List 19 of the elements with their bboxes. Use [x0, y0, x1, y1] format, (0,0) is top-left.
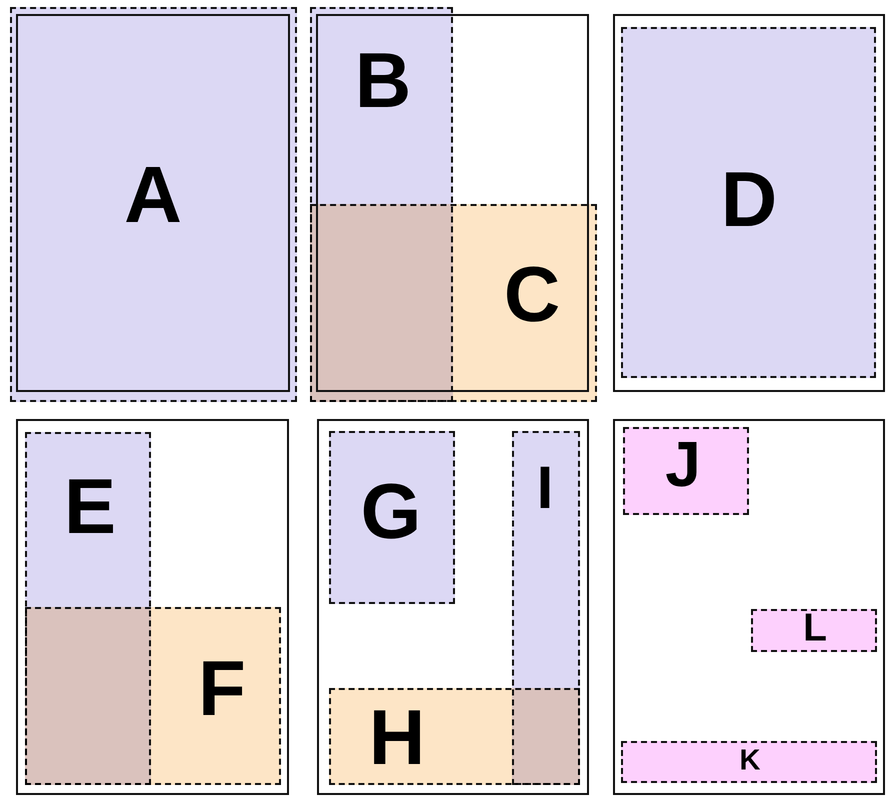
- shaded-region: [623, 427, 749, 515]
- region-letter: C: [504, 255, 560, 333]
- region-letter: K: [740, 746, 760, 776]
- region-letter: F: [198, 649, 246, 727]
- region-letter: J: [665, 432, 701, 496]
- region-letter: G: [360, 472, 422, 550]
- region-letter: B: [354, 41, 412, 119]
- region-letter: D: [720, 160, 778, 238]
- shaded-region: [329, 688, 580, 785]
- region-letter: L: [803, 608, 827, 648]
- region-letter: A: [124, 155, 182, 235]
- region-letter: E: [64, 467, 116, 545]
- shaded-region: [25, 607, 281, 785]
- region-letter: I: [536, 458, 554, 518]
- region-letter: H: [368, 698, 426, 776]
- shaded-region: [310, 204, 597, 402]
- shaded-region: [329, 431, 455, 604]
- shaded-region: [751, 609, 877, 652]
- shaded-region: [621, 741, 877, 783]
